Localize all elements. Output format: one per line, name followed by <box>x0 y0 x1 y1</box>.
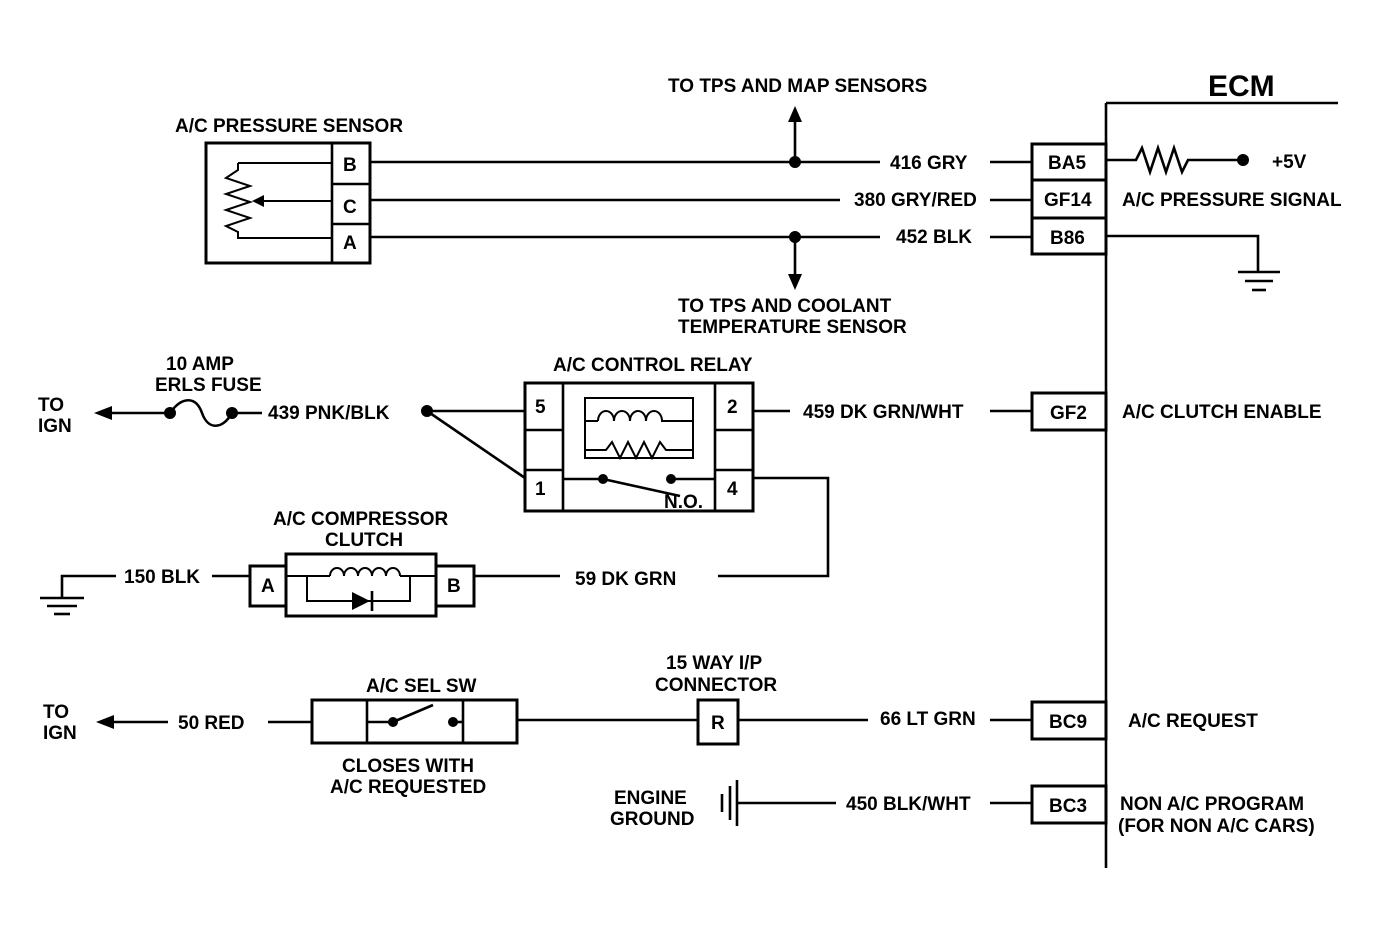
svg-text:B86: B86 <box>1050 228 1085 249</box>
to-ign-2-line2: IGN <box>43 723 77 744</box>
ecm-pin-gf14: GF14 <box>1030 178 1108 220</box>
svg-text:GF14: GF14 <box>1044 190 1092 211</box>
svg-text:GF2: GF2 <box>1050 403 1087 424</box>
ecm-plus5v-label: +5V <box>1272 152 1307 173</box>
wire-439-to-pin1 <box>426 409 526 480</box>
wire-59-route <box>718 476 830 578</box>
ip-connector-pin-r: R <box>711 713 725 734</box>
relay-no-label: N.O. <box>664 492 703 513</box>
fuse-label-2: ERLS FUSE <box>155 375 262 396</box>
branch-tps-coolant-label-2: TEMPERATURE SENSOR <box>678 317 907 338</box>
wire-439-label: 439 PNK/BLK <box>268 403 390 424</box>
ip-connector: 15 WAY I/P CONNECTOR R <box>655 653 777 746</box>
branch-tps-map-label: TO TPS AND MAP SENSORS <box>668 76 927 97</box>
relay-pin-2: 2 <box>727 397 738 418</box>
ecm-pin-bc3: BC3 <box>1030 784 1108 825</box>
ecm-pressure-signal-label: A/C PRESSURE SIGNAL <box>1122 190 1342 211</box>
to-ign-2-arrow <box>96 715 114 729</box>
relay-pin-5: 5 <box>535 397 546 418</box>
ecm-pin-ba5: BA5 <box>1030 142 1108 182</box>
to-ign-2-line1: TO <box>43 702 69 723</box>
pressure-sensor-pin-a: A <box>343 233 357 254</box>
relay-pin-4: 4 <box>727 479 738 500</box>
compressor-label-2: CLUTCH <box>325 530 403 551</box>
ip-connector-label-1: 15 WAY I/P <box>666 653 762 674</box>
pressure-sensor-pin-b: B <box>343 155 357 176</box>
ip-connector-label-2: CONNECTOR <box>655 675 777 696</box>
wire-459-label: 459 DK GRN/WHT <box>803 402 964 423</box>
ecm-5v-resistor <box>1106 143 1249 177</box>
svg-text:BC9: BC9 <box>1049 712 1087 733</box>
ecm-request-label: A/C REQUEST <box>1128 711 1258 732</box>
sel-sw-arm <box>392 703 434 724</box>
erls-fuse: 10 AMP ERLS FUSE <box>155 354 262 428</box>
clutch-diode-icon <box>352 592 370 610</box>
clutch-coil-icon <box>329 567 401 577</box>
pressure-sensor: A/C PRESSURE SENSOR B C A <box>175 116 403 265</box>
wire-416-label: 416 GRY <box>890 153 968 174</box>
ecm-title: ECM <box>1208 70 1275 103</box>
branch-tps-coolant: TO TPS AND COOLANT TEMPERATURE SENSOR <box>678 231 907 338</box>
compressor-pin-b: B <box>447 576 461 597</box>
ecm-pin-bc9: BC9 <box>1030 700 1108 741</box>
branch-tps-map: TO TPS AND MAP SENSORS <box>668 76 927 168</box>
ac-control-relay: A/C CONTROL RELAY 5 2 1 4 N.O. <box>523 355 755 513</box>
pressure-sensor-pin-c: C <box>343 197 357 218</box>
relay-pin-1: 1 <box>535 479 546 500</box>
wire-380-label: 380 GRY/RED <box>854 190 977 211</box>
compressor-ground-symbol <box>40 574 116 616</box>
ecm-non-ac-label-2: (FOR NON A/C CARS) <box>1118 816 1315 837</box>
svg-text:BA5: BA5 <box>1048 153 1086 174</box>
ecm-clutch-enable-label: A/C CLUTCH ENABLE <box>1122 402 1322 423</box>
engine-ground: ENGINE GROUND <box>610 780 836 830</box>
to-ign-1-arrow <box>94 406 112 420</box>
to-ign-1-line2: IGN <box>38 416 72 437</box>
sel-sw-title: A/C SEL SW <box>366 676 477 697</box>
engine-ground-label-1: ENGINE <box>614 788 687 809</box>
pressure-sensor-title: A/C PRESSURE SENSOR <box>175 116 403 137</box>
to-ign-1-line1: TO <box>38 395 64 416</box>
ecm-pin-gf2: GF2 <box>1030 391 1108 432</box>
relay-title: A/C CONTROL RELAY <box>553 355 753 376</box>
engine-ground-label-2: GROUND <box>610 809 694 830</box>
ecm-pin-b86: B86 <box>1030 216 1108 256</box>
fuse-label-1: 10 AMP <box>166 354 234 375</box>
sel-sw-note-2: A/C REQUESTED <box>330 777 486 798</box>
wire-50-label: 50 RED <box>178 713 245 734</box>
wire-150-label: 150 BLK <box>124 567 200 588</box>
relay-resistor-icon <box>585 439 693 461</box>
wire-59-label: 59 DK GRN <box>575 569 676 590</box>
compressor-label-1: A/C COMPRESSOR <box>273 509 449 530</box>
svg-text:BC3: BC3 <box>1049 796 1087 817</box>
branch-tps-coolant-label-1: TO TPS AND COOLANT <box>678 296 892 317</box>
compressor-clutch: A/C COMPRESSOR CLUTCH A B <box>248 509 476 618</box>
ecm-non-ac-label-1: NON A/C PROGRAM <box>1120 794 1304 815</box>
wire-66-label: 66 LT GRN <box>880 709 976 730</box>
ac-select-switch: A/C SEL SW CLOSES WITH A/C REQUESTED <box>310 676 519 798</box>
wire-452-label: 452 BLK <box>896 227 972 248</box>
relay-switch-arm <box>602 477 681 498</box>
compressor-pin-a: A <box>261 576 275 597</box>
wire-450-label: 450 BLK/WHT <box>846 794 971 815</box>
relay-coil-icon <box>585 410 693 422</box>
sel-sw-note-1: CLOSES WITH <box>342 756 474 777</box>
ecm-ground-symbol <box>1106 234 1280 292</box>
